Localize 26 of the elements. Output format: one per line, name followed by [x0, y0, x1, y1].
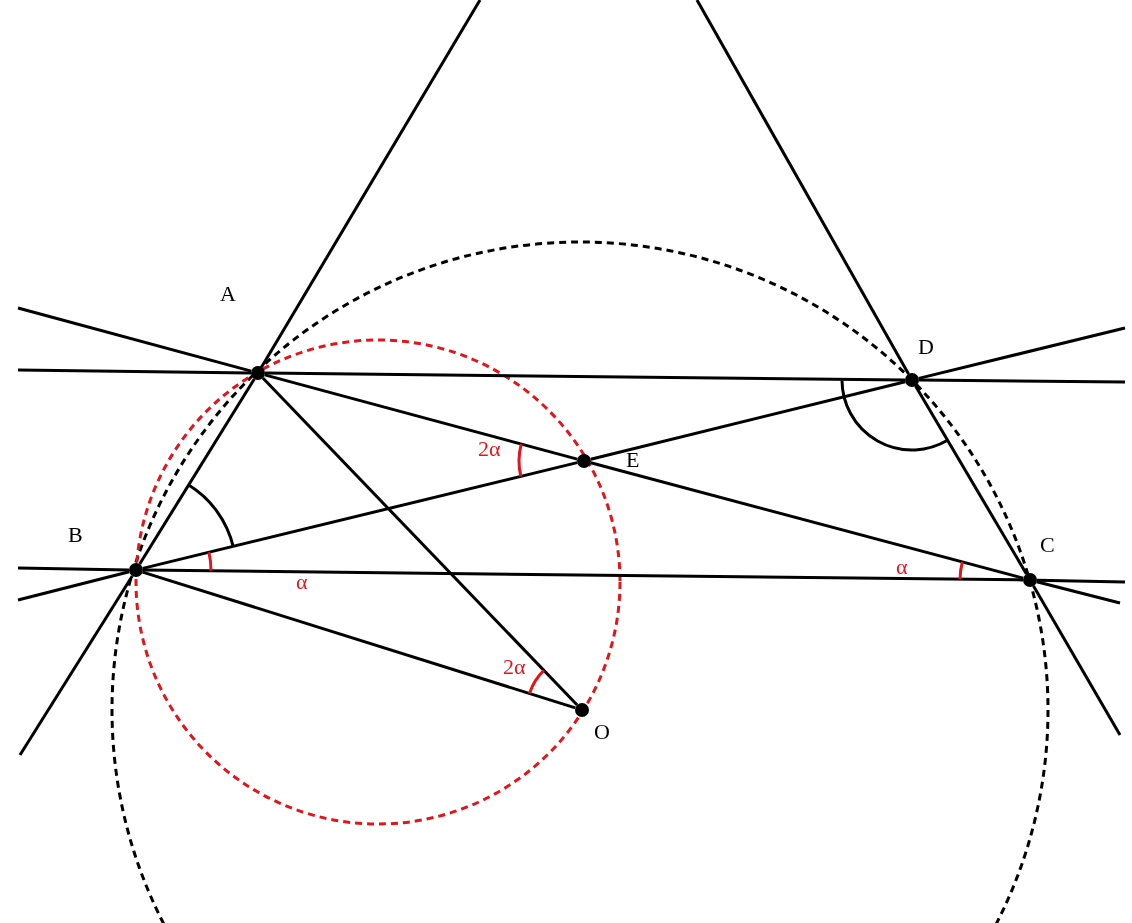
point-label: O [594, 720, 610, 744]
angle-label: 2α [503, 655, 526, 679]
line-segment [142, 461, 578, 570]
angle-label: α [896, 555, 908, 579]
line-segment [265, 371, 905, 382]
point [1023, 573, 1037, 587]
point [905, 373, 919, 387]
line-segment [138, 378, 256, 565]
point-label: B [68, 523, 83, 547]
point-label: A [220, 282, 236, 306]
point-label: D [918, 335, 934, 359]
line-segment [142, 570, 576, 710]
point [575, 703, 589, 717]
angle-label: α [296, 570, 308, 594]
line-segment [914, 385, 1028, 575]
line-segment [264, 373, 578, 461]
line-segment [143, 568, 1023, 582]
point-label: C [1040, 533, 1055, 557]
line-segment [590, 380, 906, 461]
point-label: E [626, 448, 640, 472]
angle-label: 2α [478, 437, 501, 461]
point [251, 366, 265, 380]
line-segment [590, 461, 1024, 580]
point [577, 454, 591, 468]
line-segment [261, 377, 579, 706]
point [129, 563, 143, 577]
